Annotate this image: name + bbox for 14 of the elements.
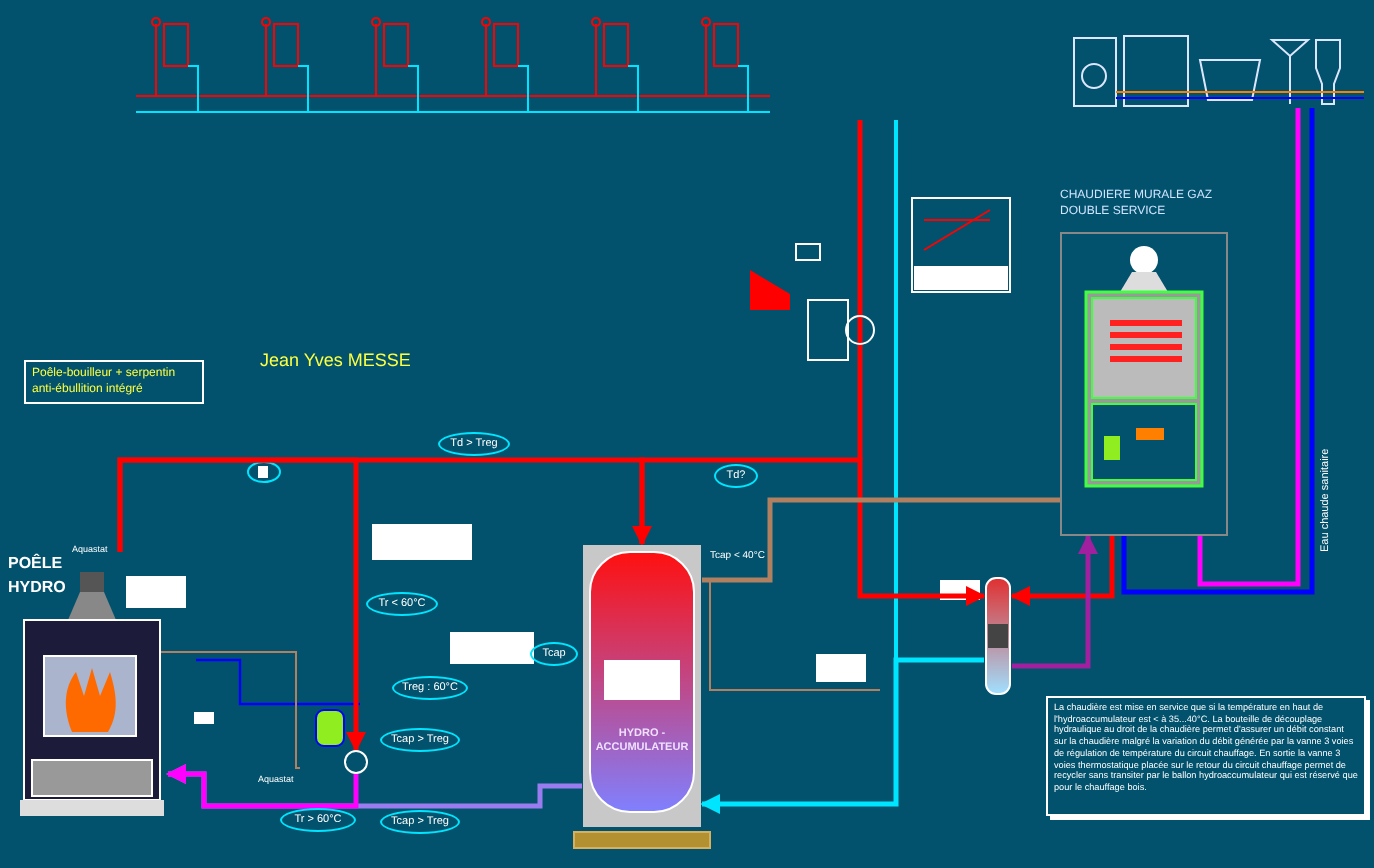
pipe-connector <box>700 657 984 814</box>
author-name: Jean Yves MESSE <box>260 350 411 370</box>
pipe-connector <box>117 457 366 752</box>
pipe-connector <box>1121 108 1315 595</box>
pipe-connector <box>702 497 1060 583</box>
note-frame <box>24 360 204 404</box>
explanation-frame <box>1046 696 1366 816</box>
pipe-connector <box>166 764 359 809</box>
pipe-connector <box>639 457 986 606</box>
hydraulic-separator <box>984 576 1012 696</box>
pipe-connector <box>1012 534 1098 669</box>
stove-title: POÊLE HYDRO <box>8 552 68 600</box>
pipe-connector <box>1010 536 1115 606</box>
pipe-connector <box>1197 108 1301 587</box>
